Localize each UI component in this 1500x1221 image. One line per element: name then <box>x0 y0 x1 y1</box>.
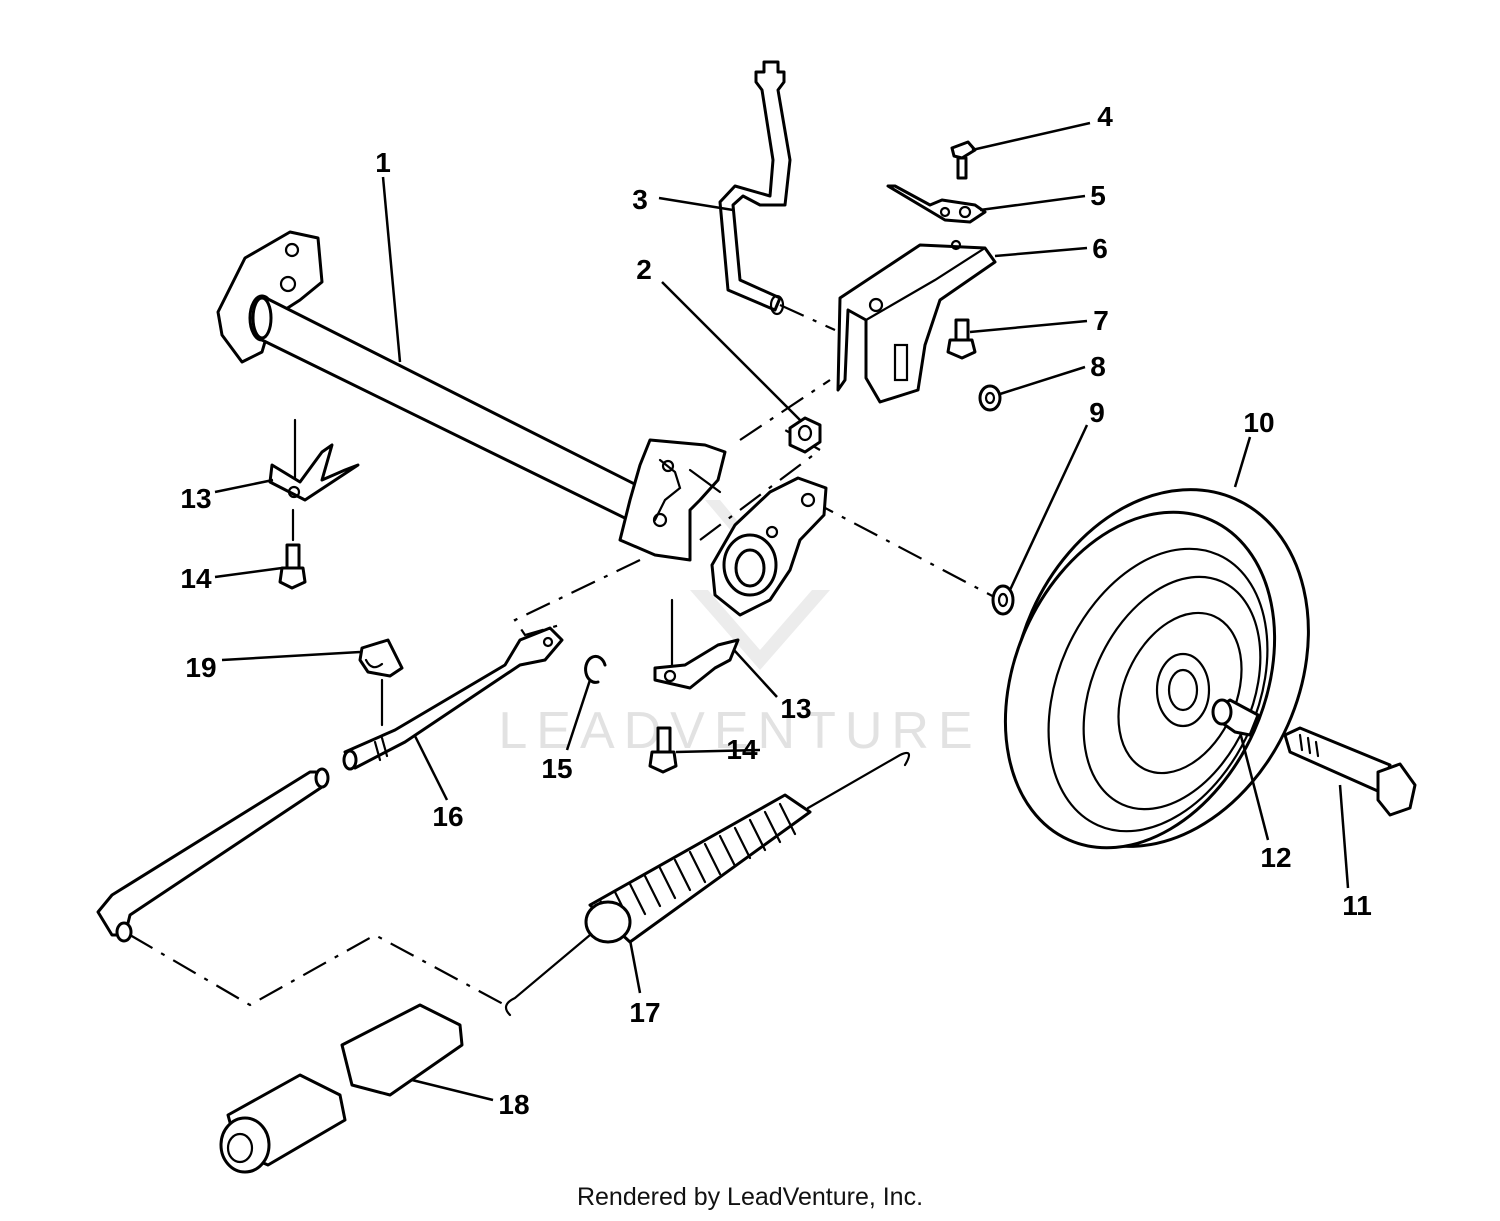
retainer-plate-upper <box>268 418 360 502</box>
lock-washer <box>978 384 1002 412</box>
e-ring <box>584 654 607 684</box>
callout-labels: 1 2 3 4 5 6 7 8 9 10 11 12 13 13 14 14 1… <box>180 101 1371 1120</box>
callout-10: 10 <box>1243 407 1274 438</box>
callout-8: 8 <box>1090 351 1106 382</box>
height-adjust-bracket <box>836 239 997 404</box>
spring-clip <box>886 184 987 224</box>
callout-18: 18 <box>498 1089 529 1120</box>
leader-lines <box>214 121 1350 1102</box>
right-axle-plate <box>710 476 828 617</box>
hex-bolt-7 <box>946 318 977 360</box>
height-adjust-rod <box>718 60 792 316</box>
hairpin-clip <box>358 638 404 727</box>
hex-bolt-lower <box>648 726 678 774</box>
bent-rod <box>96 767 330 943</box>
callout-16: 16 <box>432 801 463 832</box>
callout-1: 1 <box>375 147 391 178</box>
retainer-plate-lower <box>653 598 740 690</box>
callout-13-upper: 13 <box>180 483 211 514</box>
flat-washer <box>991 584 1015 616</box>
hex-nut <box>788 416 822 454</box>
callout-15: 15 <box>541 753 572 784</box>
tension-spring <box>504 751 911 1017</box>
callout-9: 9 <box>1089 397 1105 428</box>
callout-13-lower: 13 <box>780 693 811 724</box>
callout-2: 2 <box>636 254 652 285</box>
callout-3: 3 <box>632 184 648 215</box>
callout-6: 6 <box>1092 233 1108 264</box>
callout-11: 11 <box>1342 890 1372 921</box>
callout-7: 7 <box>1093 305 1109 336</box>
callout-19: 19 <box>185 652 216 683</box>
wheel-bushing <box>1211 698 1260 737</box>
callout-12: 12 <box>1260 842 1291 873</box>
callout-14-lower: 14 <box>726 734 758 765</box>
callout-14-upper: 14 <box>180 563 212 594</box>
callout-5: 5 <box>1090 180 1106 211</box>
wheel <box>1003 488 1310 850</box>
callout-17: 17 <box>629 997 660 1028</box>
height-adjust-link <box>342 626 564 771</box>
shoulder-bolt <box>1283 726 1417 817</box>
handle-grip <box>219 1003 464 1174</box>
render-credit: Rendered by LeadVenture, Inc. <box>576 1183 924 1211</box>
hex-bolt-upper <box>278 508 307 590</box>
axle-tube <box>216 230 692 552</box>
center-ratchet-bracket <box>618 438 727 562</box>
callout-4: 4 <box>1097 101 1113 132</box>
small-screw <box>950 140 977 180</box>
